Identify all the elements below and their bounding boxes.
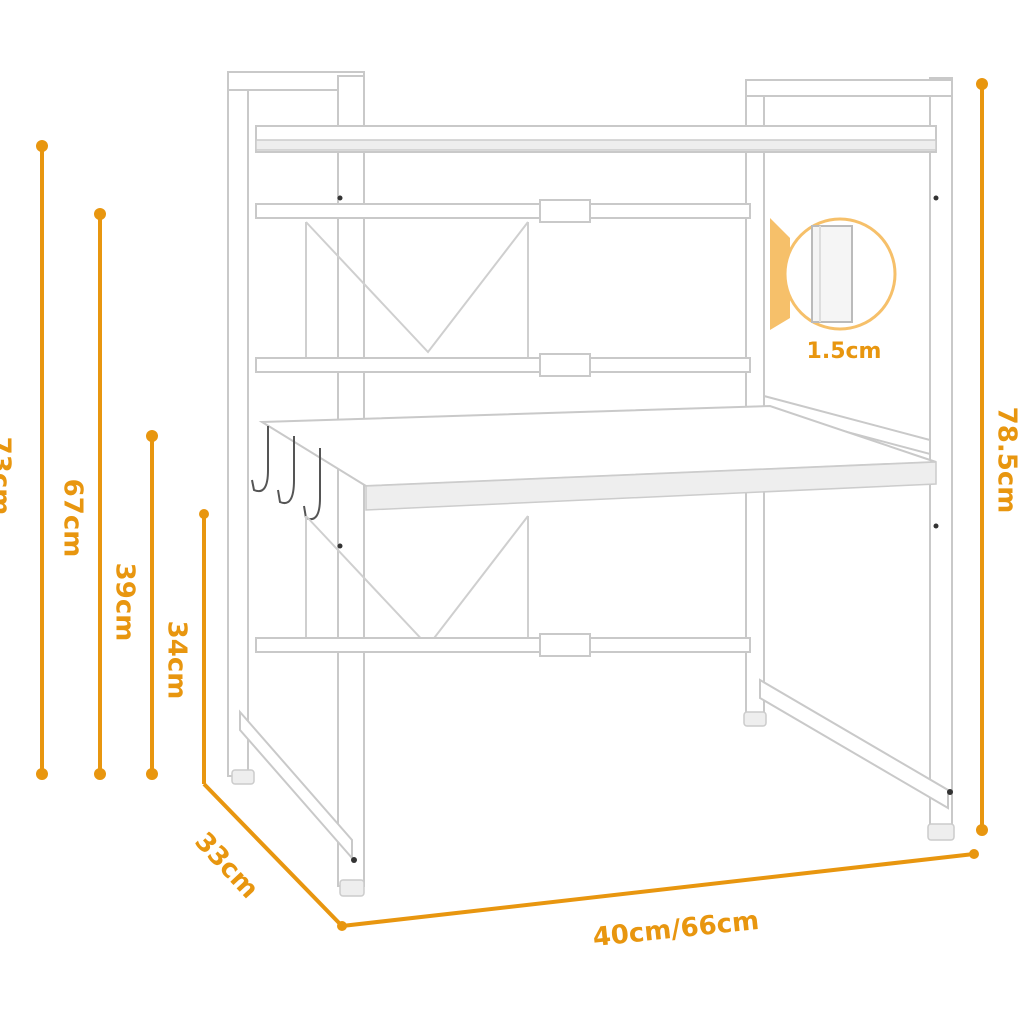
label-78-5cm: 78.5cm	[992, 407, 1022, 514]
label-67cm: 67cm	[58, 479, 88, 558]
dimension-lines	[36, 78, 988, 931]
label-39cm: 39cm	[110, 563, 140, 642]
kitchen-shelf-rack	[227, 71, 955, 897]
label-1-5cm: 1.5cm	[807, 339, 882, 364]
label-73cm: 73cm	[0, 437, 16, 516]
label-34cm: 34cm	[162, 621, 192, 700]
label-width: 40cm/66cm	[591, 906, 760, 953]
tube-thickness-callout	[770, 217, 897, 331]
label-33cm: 33cm	[189, 827, 265, 905]
